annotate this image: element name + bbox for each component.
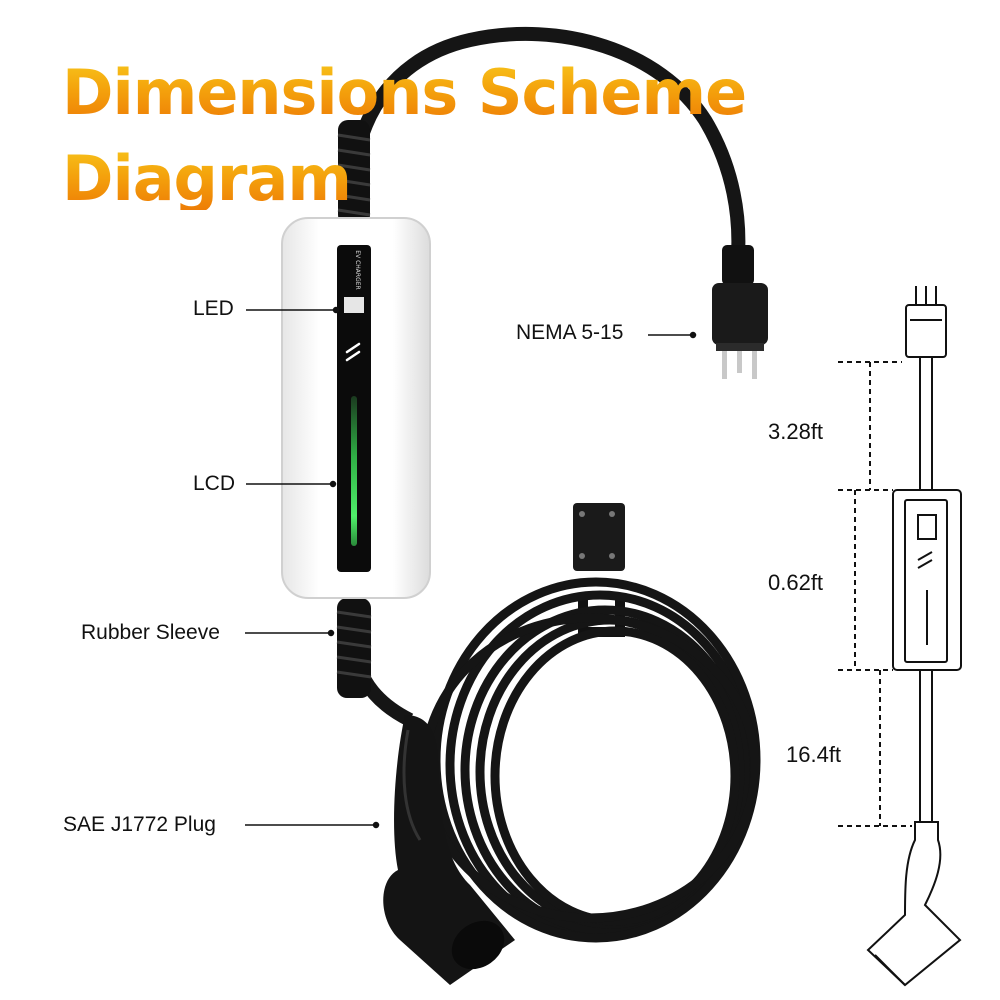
dimension-plug-to-box: 3.28ft	[768, 419, 824, 444]
label-rubber-sleeve: Rubber Sleeve	[81, 621, 220, 644]
coiled-cable	[420, 577, 761, 943]
dimension-lines	[838, 361, 912, 827]
power-cable	[346, 27, 746, 262]
lcd-glow	[351, 396, 357, 546]
nema-plug	[712, 245, 768, 379]
diagram-title-line1: Dimensions Scheme	[62, 56, 747, 129]
rubber-sleeve	[336, 598, 372, 698]
label-j1772-plug: SAE J1772 Plug	[63, 813, 216, 836]
label-lcd: LCD	[193, 472, 236, 495]
label-nema: NEMA 5-15	[516, 321, 624, 344]
logo-icon	[345, 342, 361, 362]
j1772-handle	[383, 715, 515, 985]
device-brand-text: EV CHARGER	[354, 250, 361, 289]
top-strain-relief	[337, 120, 371, 225]
diagram-title-line2: Diagram	[62, 142, 352, 215]
led-indicator	[344, 297, 364, 313]
schematic-drawing	[866, 286, 962, 987]
dimension-box-length: 0.62ft	[768, 570, 824, 595]
dimension-box-to-connector: 16.4ft	[786, 742, 842, 767]
leader-lines	[245, 306, 697, 829]
charger-housing: EV CHARGER	[281, 217, 431, 599]
label-led: LED	[193, 297, 234, 320]
